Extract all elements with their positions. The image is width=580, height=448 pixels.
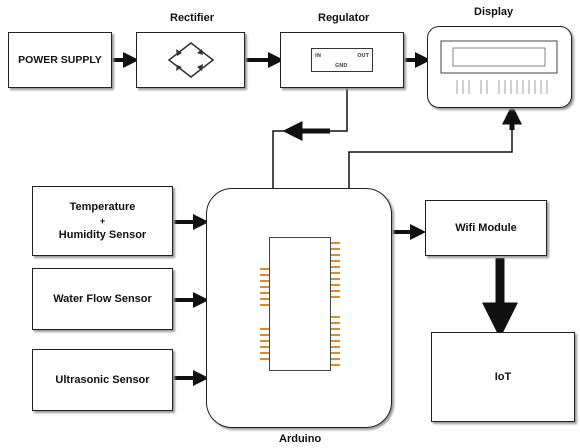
display-block xyxy=(427,26,572,108)
iot-label: IoT xyxy=(494,371,512,383)
regulator-pin-out: OUT xyxy=(357,53,369,59)
wifi-module-block: Wifi Module xyxy=(425,200,547,256)
display-label: Display xyxy=(474,6,514,18)
plus-sign: + xyxy=(99,216,106,226)
regulator-label: Regulator xyxy=(318,12,370,24)
rectifier-label: Rectifier xyxy=(170,12,215,24)
iot-block: IoT xyxy=(431,332,575,422)
temperature-humidity-sensor-block: Temperature + Humidity Sensor xyxy=(32,186,173,256)
arduino-label: Arduino xyxy=(279,433,322,445)
ultrasonic-sensor-block: Ultrasonic Sensor xyxy=(32,349,173,411)
water-flow-sensor-block: Water Flow Sensor xyxy=(32,268,173,330)
power-supply-label: POWER SUPPLY xyxy=(18,54,102,66)
bridge-rectifier-icon xyxy=(167,42,214,78)
wire-regulator-to-arduino xyxy=(272,88,348,190)
rectifier-block xyxy=(136,32,245,88)
wire-arduino-to-display xyxy=(348,115,513,190)
arduino-block xyxy=(206,188,392,428)
regulator-pin-gnd: GND xyxy=(335,63,348,69)
wifi-module-label: Wifi Module xyxy=(455,222,517,234)
ultrasonic-sensor-label: Ultrasonic Sensor xyxy=(55,374,150,386)
arduino-chip xyxy=(260,237,340,371)
water-flow-sensor-label: Water Flow Sensor xyxy=(53,293,152,305)
power-supply-block: POWER SUPPLY xyxy=(8,32,112,88)
regulator-pin-in: IN xyxy=(315,53,322,59)
regulator-chip: IN OUT GND xyxy=(311,48,373,72)
regulator-block: IN OUT GND xyxy=(280,32,404,88)
humidity-sensor-label: Humidity Sensor xyxy=(58,229,147,241)
temperature-label: Temperature xyxy=(69,201,136,213)
lcd-display-icon xyxy=(440,40,558,94)
